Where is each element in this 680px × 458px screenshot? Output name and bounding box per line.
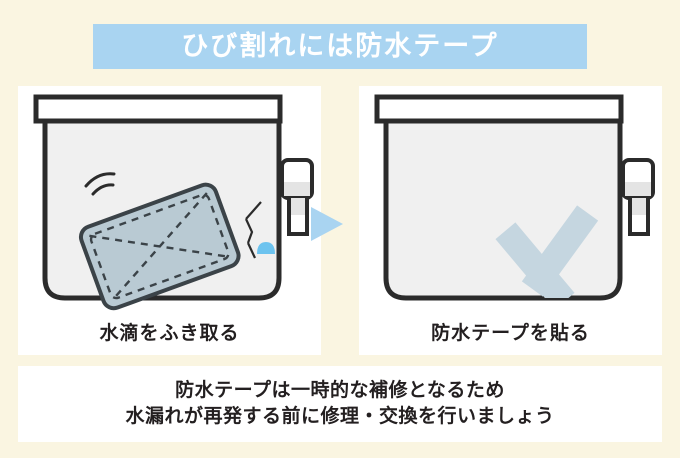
note-line-2: 水漏れが再発する前に修理・交換を行いましょう xyxy=(125,406,555,427)
illustration-wipe xyxy=(33,94,314,311)
crack-mark-middle xyxy=(245,218,254,244)
wiping-cloth xyxy=(78,182,241,311)
cloth-stitch-border xyxy=(89,193,230,300)
cloth-stitch-cross xyxy=(89,192,231,301)
drain-valve-shading xyxy=(625,182,651,196)
step-panel-wipe: 水滴をふき取る xyxy=(18,86,321,355)
drain-valve-shading xyxy=(284,182,310,196)
page-title: ひび割れには防水テープ xyxy=(181,31,499,61)
tank-body xyxy=(383,118,623,301)
note-panel: 防水テープは一時的な補修となるため 水漏れが再発する前に修理・交換を行いましょう xyxy=(18,366,662,442)
drain-spout-shading xyxy=(291,198,305,215)
step-panel-tape: 防水テープを貼る xyxy=(359,86,662,355)
drain-spout-shading xyxy=(632,198,646,215)
step-caption-tape: 防水テープを貼る xyxy=(431,323,590,344)
motion-line-outer xyxy=(84,172,116,188)
waterproof-tape xyxy=(495,205,599,298)
note-line-1: 防水テープは一時的な補修となるため xyxy=(175,380,505,401)
tank-lid xyxy=(33,94,283,124)
illustration-tape xyxy=(374,94,655,301)
water-droplet xyxy=(257,242,275,254)
motion-line-inner xyxy=(91,183,115,196)
tape-strip-cross xyxy=(495,222,575,298)
crack-mark xyxy=(245,201,262,259)
step-caption-wipe: 水滴をふき取る xyxy=(99,323,240,344)
arrow-triangle xyxy=(311,207,343,241)
step-arrow-icon xyxy=(311,207,343,241)
tank-lid xyxy=(374,94,624,124)
title-banner: ひび割れには防水テープ xyxy=(93,24,587,69)
